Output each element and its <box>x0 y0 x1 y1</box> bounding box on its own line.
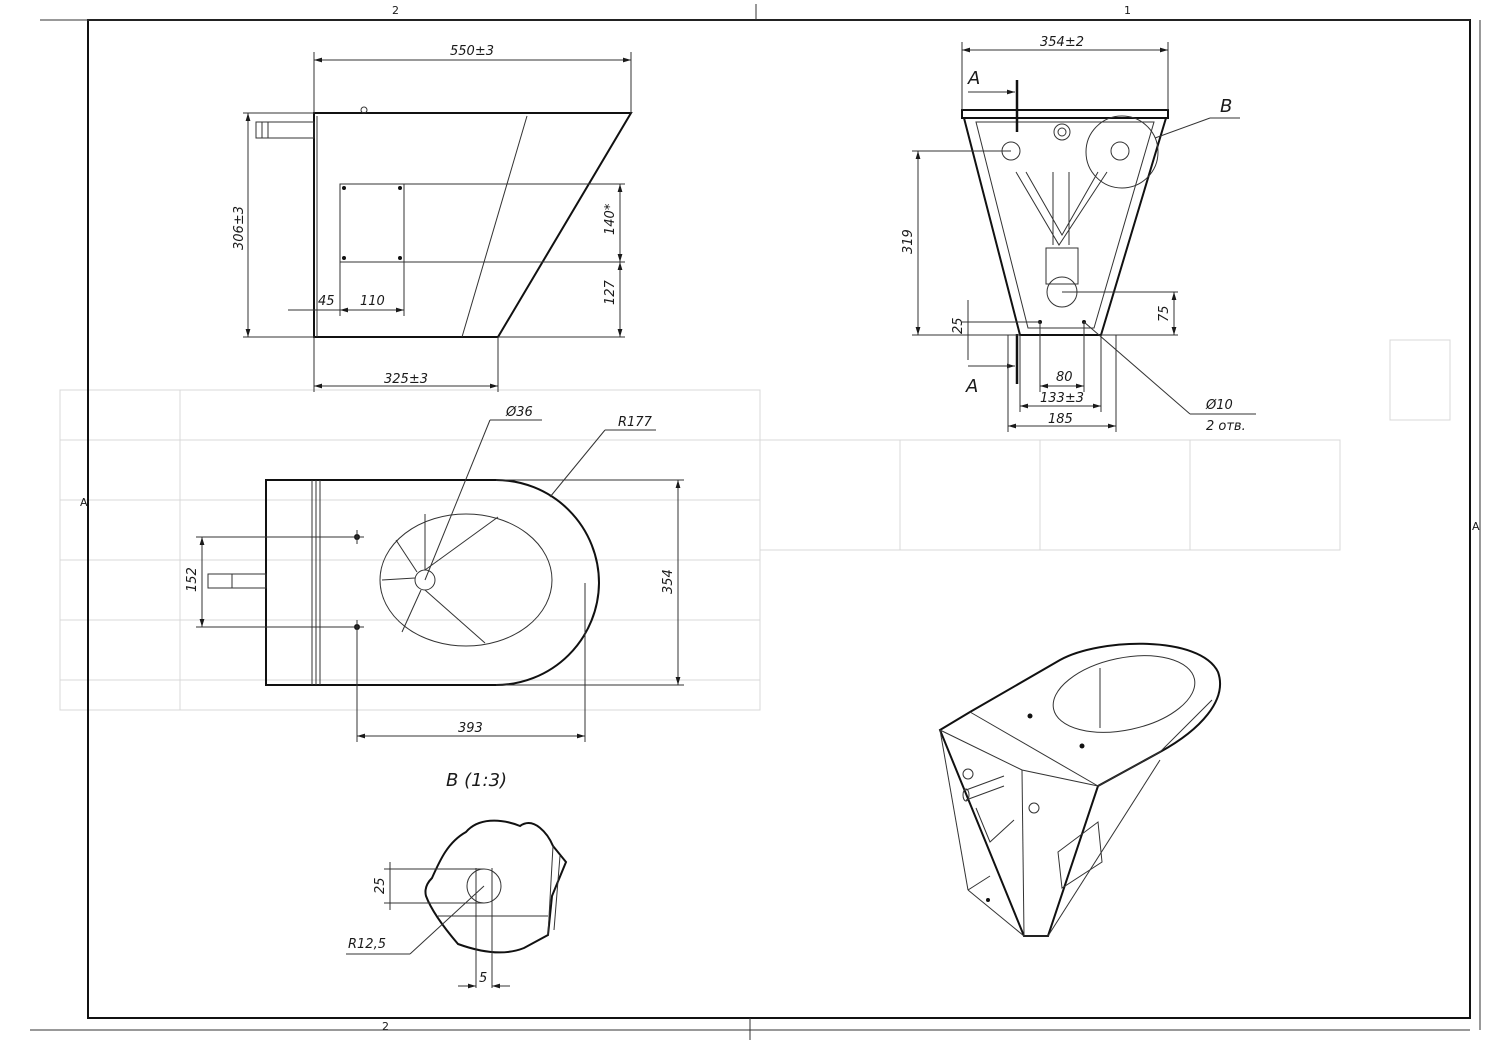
front-dim-panel-height: 140* <box>603 203 618 235</box>
side-dim-75: 75 <box>1157 305 1172 322</box>
detail-b-callout-circle <box>1085 115 1159 189</box>
side-dim-80: 80 <box>1056 370 1073 385</box>
inspection-panel <box>339 183 405 263</box>
zone-label-right: A <box>1472 520 1480 533</box>
detail-b-view: B (1:3) 25 R12,5 5 <box>346 770 568 989</box>
front-dim-45: 45 <box>318 294 335 309</box>
side-dim-133: 133±3 <box>1040 391 1084 406</box>
zone-label-top-left: 2 <box>392 4 399 17</box>
top-view: Ø36 R177 152 354 393 <box>185 405 684 742</box>
top-pipe-stub <box>207 573 267 589</box>
iso-bowl-opening <box>1052 655 1196 733</box>
bowl-opening <box>379 513 553 647</box>
top-dim-drain: Ø36 <box>505 405 533 420</box>
section-mark-top: A <box>967 68 980 89</box>
zone-label-left: A <box>80 496 88 509</box>
detail-b-dim-25: 25 <box>373 877 388 894</box>
side-dim-height: 319 <box>901 229 916 254</box>
zone-markers: 2 1 2 A A <box>80 4 1480 1033</box>
top-dim-354: 354 <box>661 569 676 594</box>
detail-b-label: B <box>1220 96 1232 117</box>
top-dim-152: 152 <box>185 567 200 592</box>
side-view: B A A 354±2 319 25 75 80 <box>901 35 1256 434</box>
drain-pipe-side <box>1045 247 1079 285</box>
top-view-outline <box>265 479 601 686</box>
sheet-frame <box>30 4 1481 1040</box>
side-dim-top-width: 354±2 <box>1040 35 1084 50</box>
front-dim-panel-offset: 127 <box>603 279 618 305</box>
pipe-stub <box>255 121 315 139</box>
side-dim-185: 185 <box>1048 412 1073 427</box>
front-dim-height: 306±3 <box>232 206 247 250</box>
side-dim-hole: Ø10 <box>1205 398 1233 413</box>
detail-b-outline <box>424 819 568 954</box>
side-view-top-rim <box>961 109 1169 119</box>
iso-inspection-panel <box>1057 821 1103 889</box>
front-dim-110: 110 <box>360 294 385 309</box>
detail-b-title: B (1:3) <box>446 770 507 791</box>
front-dim-width: 550±3 <box>450 44 494 59</box>
side-dim-hole-note: 2 отв. <box>1206 419 1246 434</box>
zone-label-bottom-left: 2 <box>382 1020 389 1033</box>
top-dim-393: 393 <box>458 721 483 736</box>
top-dim-radius: R177 <box>618 415 653 430</box>
faint-background-table <box>59 339 1451 711</box>
isometric-view <box>938 642 1221 937</box>
side-dim-25: 25 <box>951 317 966 334</box>
section-mark-bottom: A <box>965 376 978 397</box>
detail-b-dim-radius: R12,5 <box>348 937 386 952</box>
zone-label-top-right: 1 <box>1124 4 1131 17</box>
front-view: 550±3 306±3 140* 127 45 110 325±3 <box>232 44 633 392</box>
detail-b-dim-5: 5 <box>479 971 487 986</box>
front-dim-base: 325±3 <box>384 372 428 387</box>
isometric-outline <box>938 642 1221 937</box>
